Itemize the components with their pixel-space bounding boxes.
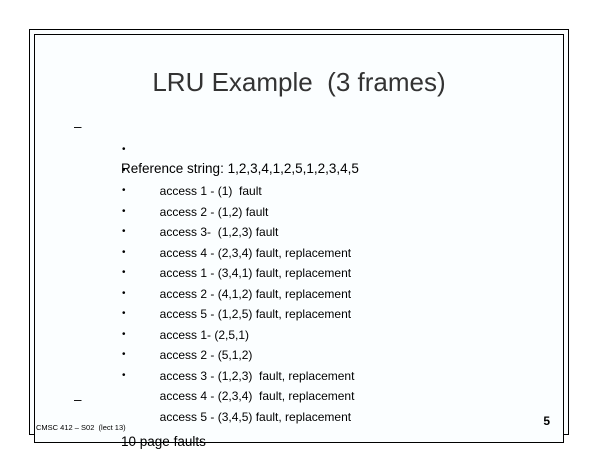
bullet-marker-icon: • [122, 328, 126, 340]
outline-item-text: access 2 - (1,2) fault [159, 204, 269, 219]
outline-item-level2: • access 4 - (2,3,4) fault, replacement [34, 345, 564, 403]
outline-item-level1: – Reference string: 1,2,3,4,1,2,5,1,2,3,… [34, 116, 564, 176]
outline-item-text: access 1- (2,5,1) [159, 327, 250, 342]
outline-item-text: access 4 - (2,3,4) fault, replacement [159, 245, 352, 260]
outline-item-text: access 1 - (3,4,1) fault, replacement [159, 266, 352, 280]
outline-item-text: access 5 - (1,2,5) fault, replacement [159, 307, 352, 321]
outline-item-level2: • access 5 - (1,2,5) fault, replacement [34, 263, 564, 321]
outline-item-level2: • access 3- (1,2,3) fault [34, 181, 564, 239]
outline-list: – Reference string: 1,2,3,4,1,2,5,1,2,3,… [34, 116, 564, 449]
slide-frame-inner [34, 34, 564, 443]
bullet-marker-icon: • [122, 164, 126, 176]
outline-item-text: access 4 - (2,3,4) fault, replacement [159, 389, 355, 403]
bullet-marker-icon: • [122, 287, 126, 299]
bullet-marker-icon: • [122, 226, 126, 237]
outline-item-text: access 1 - (1) fault [159, 184, 262, 198]
outline-item-level2: • access 1- (2,5,1) [34, 284, 564, 342]
page-number: 5 [543, 414, 550, 428]
bullet-marker-icon: • [122, 205, 126, 217]
outline-item-level1: – 10 page faults [34, 389, 564, 449]
dash-marker-icon: – [74, 392, 82, 407]
outline-item-text: access 2 - (4,1,2) fault, replacement [159, 286, 352, 301]
outline-item-level2: • access 2 - (4,1,2) fault, replacement [34, 243, 564, 301]
outline-item-level2: • access 2 - (5,1,2) [34, 304, 564, 362]
outline-item-level2: • access 4 - (2,3,4) fault, replacement [34, 202, 564, 260]
outline-item-text: Reference string: 1,2,3,4,1,2,5,1,2,3,4,… [121, 161, 359, 176]
bullet-marker-icon: • [122, 246, 126, 258]
outline-item-text: access 5 - (3,4,5) fault, replacement [159, 409, 352, 424]
bullet-marker-icon: • [122, 369, 126, 381]
slide-content: LRU Example (3 frames) – Reference strin… [34, 34, 564, 449]
bullet-marker-icon: • [122, 144, 126, 155]
outline-item-level2: • access 1 - (3,4,1) fault, replacement [34, 222, 564, 280]
bullet-marker-icon: • [122, 267, 126, 278]
bullet-marker-icon: • [122, 308, 126, 319]
outline-item-text: access 3- (1,2,3) fault [159, 225, 279, 239]
bullet-marker-icon: • [122, 349, 126, 360]
outline-item-text: access 2 - (5,1,2) [159, 348, 253, 362]
outline-item-level2: • access 1 - (1) fault [34, 140, 564, 198]
outline-item-text: access 3 - (1,2,3) fault, replacement [159, 368, 355, 383]
slide-title: LRU Example (3 frames) [152, 67, 446, 97]
slide-footer: CMSC 412 – S02 (lect 13) [36, 423, 126, 432]
outline-item-text: 10 page faults [121, 434, 206, 449]
dash-marker-icon: – [74, 119, 82, 134]
outline-item-level2: • access 2 - (1,2) fault [34, 161, 564, 219]
outline-item-level2: • access 3 - (1,2,3) fault, replacement [34, 325, 564, 383]
bullet-marker-icon: • [122, 185, 126, 196]
outline-item-level2: • access 5 - (3,4,5) fault, replacement [34, 366, 564, 424]
